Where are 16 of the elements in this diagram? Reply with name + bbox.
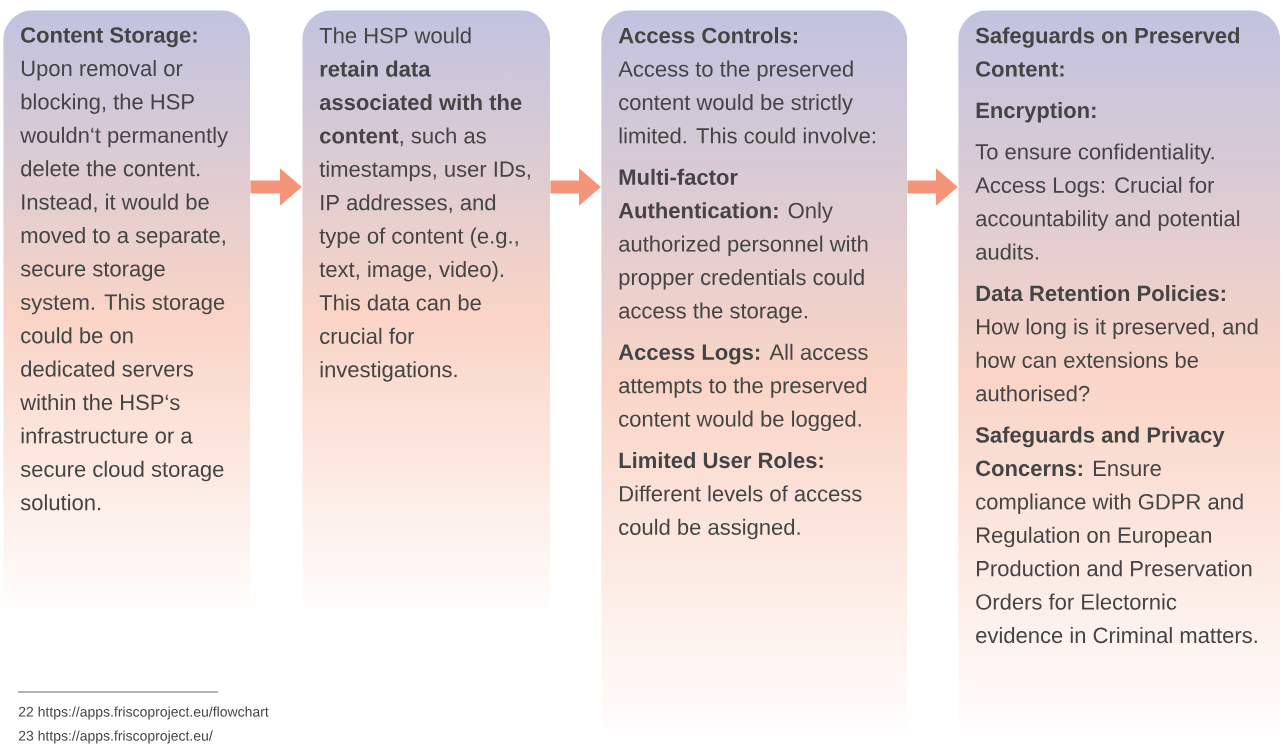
footnote: 22 https://apps.friscoproject.eu/flowchart [18,706,269,720]
paragraph: Limited User Roles: Different levels of access could be assigned. [619,452,862,540]
paragraph: Safeguards and Privacy Concerns: Ensure compliance with GDPR and Regulation on European Production and Preservation Orders for Electornic evidence in Criminal matters. [975,426,1257,644]
paragraph: Access Controls: [618,27,797,44]
footnote: 23 https://apps.friscoproject.eu/ [18,730,213,744]
paragraph: Multi-factor Authentication: Only authorized personnel with propper credentials could access the storage. [618,168,868,323]
paragraph: Data Retention Policies: How long is it preserved, and how can extensions be authorised? [976,285,1258,402]
paragraph: Upon removal or blocking, the HSP wouldn‘t permanently delete the content. Instead, it would be moved to a separate, secure storage system. This storage could be on dedicated servers within the HSP‘s infrastructure or a secure cloud storage solution. [20,60,228,511]
paragraph: This data can be crucial for investigations. [319,294,481,382]
paragraph: Content Storage: [21,27,197,48]
paragraph: Encryption: [976,102,1096,123]
paragraph: The HSP would retain data associated with the content, such as timestamps, user IDs, IP addresses, and type of content (e.g., text, image, video). [319,27,530,282]
paragraph: To ensure confidentiality. Access Logs: Crucial for accountability and potential audits. [975,143,1240,260]
paragraph: Safeguards on Preserved Content: [975,27,1240,77]
paragraph: Access Logs: All access attempts to the preserved content would be logged. [618,343,868,432]
paragraph: Access to the preserved content would be strictly limited. This could involve: [618,60,875,144]
